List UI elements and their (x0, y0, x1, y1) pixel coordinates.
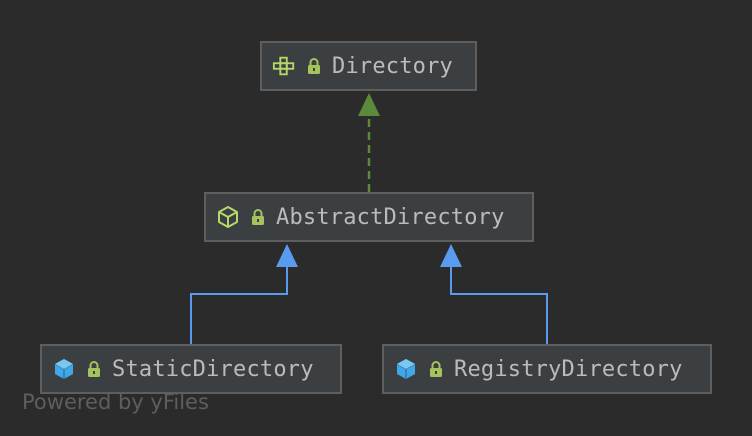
node-static-directory[interactable]: StaticDirectory (40, 344, 342, 394)
interface-icon (272, 54, 296, 78)
extends-edge-static (190, 267, 288, 344)
node-abstract-directory[interactable]: AbstractDirectory (204, 192, 534, 242)
extends-arrowhead-static (276, 244, 298, 267)
extends-arrowhead-registry (440, 244, 462, 267)
class-icon (394, 357, 418, 381)
lock-icon (86, 359, 102, 379)
lock-icon (250, 207, 266, 227)
node-registry-directory[interactable]: RegistryDirectory (382, 344, 712, 394)
node-directory[interactable]: Directory (260, 41, 477, 91)
abstract-class-icon (216, 205, 240, 229)
extends-edge-registry (450, 267, 548, 344)
node-label: StaticDirectory (112, 356, 314, 382)
lock-icon (306, 56, 322, 76)
node-label: Directory (332, 53, 454, 79)
node-label: AbstractDirectory (276, 204, 505, 230)
watermark-text: Powered by yFiles (22, 390, 209, 414)
lock-icon (428, 359, 444, 379)
class-icon (52, 357, 76, 381)
node-label: RegistryDirectory (454, 356, 683, 382)
implements-arrowhead (358, 93, 380, 116)
